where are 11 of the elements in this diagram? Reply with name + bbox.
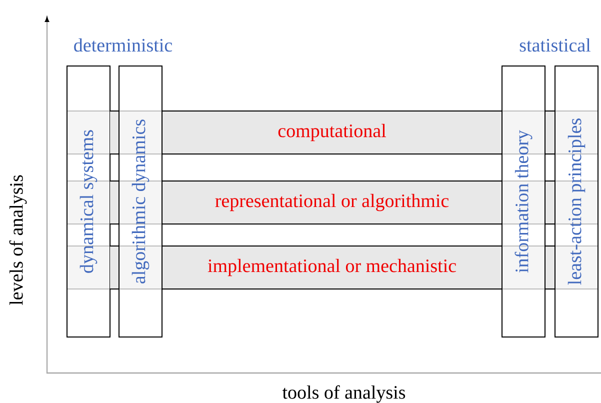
group-label: deterministic <box>74 38 172 52</box>
column-box: information theory <box>502 66 556 338</box>
axis-label: levels of analysis <box>9 175 27 306</box>
column-box: algorithmic dynamics <box>110 66 162 338</box>
column-box: least-action principles <box>554 66 598 338</box>
axis-label: tools of analysis <box>282 385 406 403</box>
group-label: statistical <box>520 38 591 52</box>
level-band: implementational or mechanistic <box>162 246 502 290</box>
column-box: dynamical systems <box>66 66 110 338</box>
level-band: representational or algorithmic <box>162 180 502 224</box>
level-band: computational <box>162 110 502 154</box>
